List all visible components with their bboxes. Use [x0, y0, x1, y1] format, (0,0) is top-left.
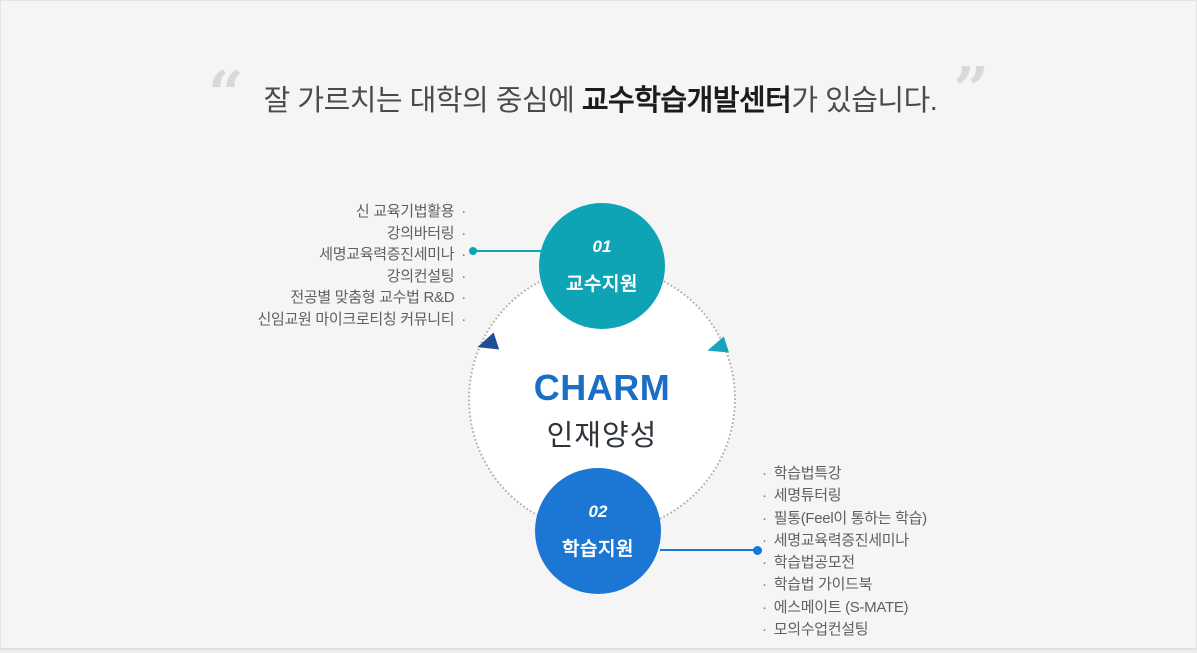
list-item: · 학습법 가이드북 — [762, 574, 1182, 596]
item-label: 강의컨설팅 — [386, 267, 455, 285]
learning-connector — [660, 546, 762, 555]
connector-line — [473, 250, 541, 252]
item-label: 학습법 가이드북 — [773, 576, 873, 594]
list-item: · 필통(Feel이 통하는 학습) — [762, 508, 1182, 530]
bullet-icon: · — [762, 576, 767, 594]
center-subtitle: 인재양성 — [546, 420, 658, 452]
bullet-icon: · — [762, 531, 767, 549]
quote-text: 잘 가르치는 대학의 중심에 교수학습개발센터가 있습니다. — [264, 83, 938, 119]
connector-line — [660, 549, 756, 551]
quote-text-highlight: 교수학습개발센터 — [581, 85, 792, 117]
list-item: 세명교육력증진세미나 · — [1, 244, 466, 266]
professor-support-circle: 01 교수지원 — [539, 203, 665, 329]
center-title: CHARM — [533, 367, 671, 408]
learning-support-list: · 학습법특강 · 세명튜터링 · 필통(Feel이 통하는 학습) · 세명교육력증진… — [762, 463, 1182, 641]
list-item: 강의바터링 · — [1, 223, 467, 245]
professor-connector — [469, 247, 541, 255]
item-label: 세명교육력증진세미나 — [319, 246, 455, 263]
item-label: 세명교육력증진세미나 — [773, 531, 909, 549]
item-label: 신임교원 마이크로티칭 커뮤니티 — [257, 310, 455, 328]
list-item: 전공별 맞춤형 교수법 R&D · — [1, 287, 466, 309]
list-item: · 세명튜터링 — [762, 485, 1182, 507]
bullet-icon: · — [461, 203, 466, 220]
bullet-icon: · — [762, 621, 767, 639]
list-item: · 모의수업컨설팅 — [762, 619, 1182, 641]
learning-support-circle: 02 학습지원 — [535, 468, 661, 594]
professor-support-list: 신 교육기법활용 · 강의바터링 · 세명교육력증진세미나 · 강의컨설팅 · 전공별 … — [1, 201, 467, 331]
item-label: 신 교육기법활용 — [355, 203, 455, 220]
bullet-icon: · — [461, 267, 466, 285]
list-item: · 학습법특강 — [762, 463, 1182, 485]
quote-text-before: 잘 가르치는 대학의 중심에 — [263, 85, 582, 117]
list-item: 강의컨설팅 · — [1, 266, 467, 288]
list-item: 신 교육기법활용 · — [1, 201, 466, 223]
bullet-icon: · — [461, 289, 466, 306]
quote-header: “ 잘 가르치는 대학의 중심에 교수학습개발센터가 있습니다. ” — [1, 53, 1196, 130]
bullet-icon: · — [762, 554, 767, 572]
professor-circle-number: 01 — [592, 236, 612, 256]
bullet-icon: · — [762, 598, 767, 616]
learning-circle-number: 02 — [588, 501, 608, 521]
item-label: 필통(Feel이 통하는 학습) — [773, 509, 927, 527]
item-label: 에스메이트 (S-MATE) — [773, 598, 909, 616]
bullet-icon: · — [762, 465, 767, 482]
item-label: 전공별 맞춤형 교수법 R&D — [290, 289, 455, 306]
bullet-icon: · — [762, 487, 767, 505]
connector-dot-icon — [753, 546, 762, 555]
list-item: · 에스메이트 (S-MATE) — [762, 597, 1182, 619]
list-item: 신임교원 마이크로티칭 커뮤니티 · — [1, 309, 467, 331]
item-label: 세명튜터링 — [773, 487, 842, 505]
bullet-icon: · — [461, 246, 466, 263]
item-label: 모의수업컨설팅 — [773, 621, 869, 639]
open-quote-icon: “ — [207, 57, 244, 130]
learning-circle-label: 학습지원 — [562, 538, 634, 560]
close-quote-icon: ” — [953, 53, 990, 126]
item-label: 학습법공모전 — [773, 554, 855, 572]
item-label: 강의바터링 — [386, 224, 455, 242]
diagram-center-text: CHARM 인재양성 — [468, 367, 736, 454]
bullet-icon: · — [461, 310, 466, 328]
quote-text-after: 가 있습니다. — [791, 85, 938, 117]
bullet-icon: · — [461, 224, 466, 242]
bullet-icon: · — [762, 509, 767, 527]
item-label: 학습법특강 — [773, 465, 842, 482]
list-item: · 세명교육력증진세미나 — [762, 530, 1182, 552]
list-item: · 학습법공모전 — [762, 552, 1182, 574]
professor-circle-label: 교수지원 — [566, 273, 638, 295]
